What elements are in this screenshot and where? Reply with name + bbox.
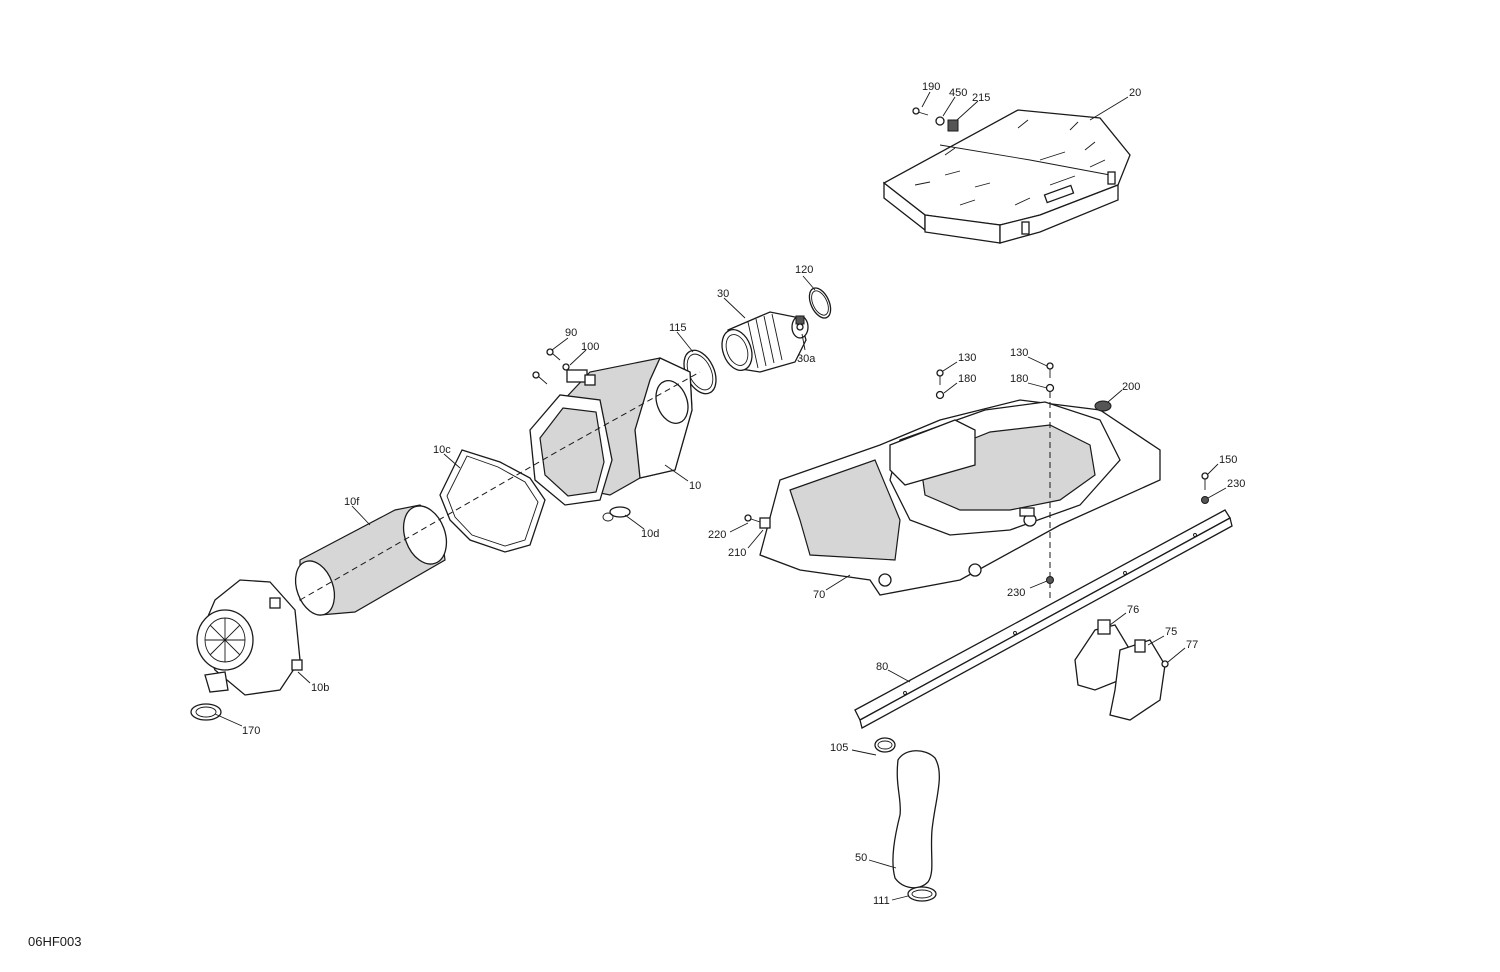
part-111-clamp — [907, 886, 937, 902]
callout-150: 150 — [1219, 454, 1237, 466]
callout-105: 105 — [830, 742, 848, 754]
callout-76: 76 — [1127, 604, 1139, 616]
part-190-screw — [912, 107, 929, 116]
callout-180-right: 180 — [1010, 373, 1028, 385]
leader-lines — [214, 91, 1227, 901]
callout-130-right: 130 — [1010, 347, 1028, 359]
callout-180-left: 180 — [958, 373, 976, 385]
callout-230-upper: 230 — [1227, 478, 1245, 490]
callout-90: 90 — [565, 327, 577, 339]
callout-80: 80 — [876, 661, 888, 673]
part-230-nut-upper — [1201, 496, 1209, 504]
part-215-clip — [947, 119, 959, 132]
callout-30a: 30a — [797, 353, 816, 365]
part-75-support — [1109, 639, 1166, 721]
part-10b-intake-cap — [196, 579, 303, 696]
callout-100: 100 — [581, 341, 599, 353]
callout-220: 220 — [708, 529, 726, 541]
part-10d-clip — [602, 506, 631, 522]
callout-20: 20 — [1129, 87, 1141, 99]
callout-450: 450 — [949, 87, 967, 99]
part-180-washer-left — [935, 390, 945, 400]
part-30a-nut — [795, 315, 805, 325]
callout-111: 111 — [873, 895, 890, 907]
part-170-elbow-boot — [190, 703, 222, 721]
callout-75: 75 — [1165, 626, 1177, 638]
part-105-clamp — [874, 737, 896, 753]
part-10f-filter-element — [294, 504, 448, 616]
assembly-axis-line — [559, 371, 701, 451]
part-80-rail — [854, 509, 1233, 729]
callout-230-lower: 230 — [1007, 587, 1025, 599]
part-210-nut — [759, 517, 771, 529]
callout-120: 120 — [795, 264, 813, 276]
part-150-screw — [1201, 472, 1209, 490]
part-220-screw — [744, 514, 761, 523]
part-200-grommet — [1094, 400, 1112, 412]
callout-50: 50 — [855, 852, 867, 864]
callout-30: 30 — [717, 288, 729, 300]
callout-labels: 20 190 450 215 120 30 30a 115 90 100 10 … — [242, 81, 1245, 907]
part-180-washer-right — [1045, 383, 1055, 393]
callout-200: 200 — [1122, 381, 1140, 393]
part-30-intake-coupling — [721, 311, 809, 373]
part-76-clamp-bracket — [1074, 619, 1131, 691]
part-77-screw — [1161, 660, 1169, 668]
assembly-axis-line — [299, 449, 561, 601]
callout-10b: 10b — [311, 682, 329, 694]
callout-130-left: 130 — [958, 352, 976, 364]
part-450-washer — [935, 116, 945, 126]
callout-170: 170 — [242, 725, 260, 737]
callout-210: 210 — [728, 547, 746, 559]
callout-70: 70 — [813, 589, 825, 601]
callout-10d: 10d — [641, 528, 659, 540]
part-10-airbox-housing — [529, 357, 693, 506]
callout-215: 215 — [972, 92, 990, 104]
part-230-nut-lower — [1046, 576, 1054, 584]
callout-77: 77 — [1186, 639, 1198, 651]
callout-190: 190 — [922, 81, 940, 93]
part-20-cover-plate — [882, 109, 1131, 244]
part-120-clamp — [808, 287, 832, 319]
callout-10c: 10c — [433, 444, 451, 456]
callout-10: 10 — [689, 480, 701, 492]
part-100-washer — [562, 363, 570, 371]
callout-10f: 10f — [344, 496, 360, 508]
part-130-screw-left — [936, 369, 944, 385]
part-10c-gasket — [439, 449, 546, 553]
part-70-tray — [759, 399, 1161, 596]
part-90-screw — [532, 348, 561, 385]
part-50-hose — [892, 750, 940, 889]
figure-code: 06HF003 — [28, 934, 82, 949]
callout-115: 115 — [669, 322, 687, 334]
part-130-screw-right — [1046, 362, 1054, 378]
